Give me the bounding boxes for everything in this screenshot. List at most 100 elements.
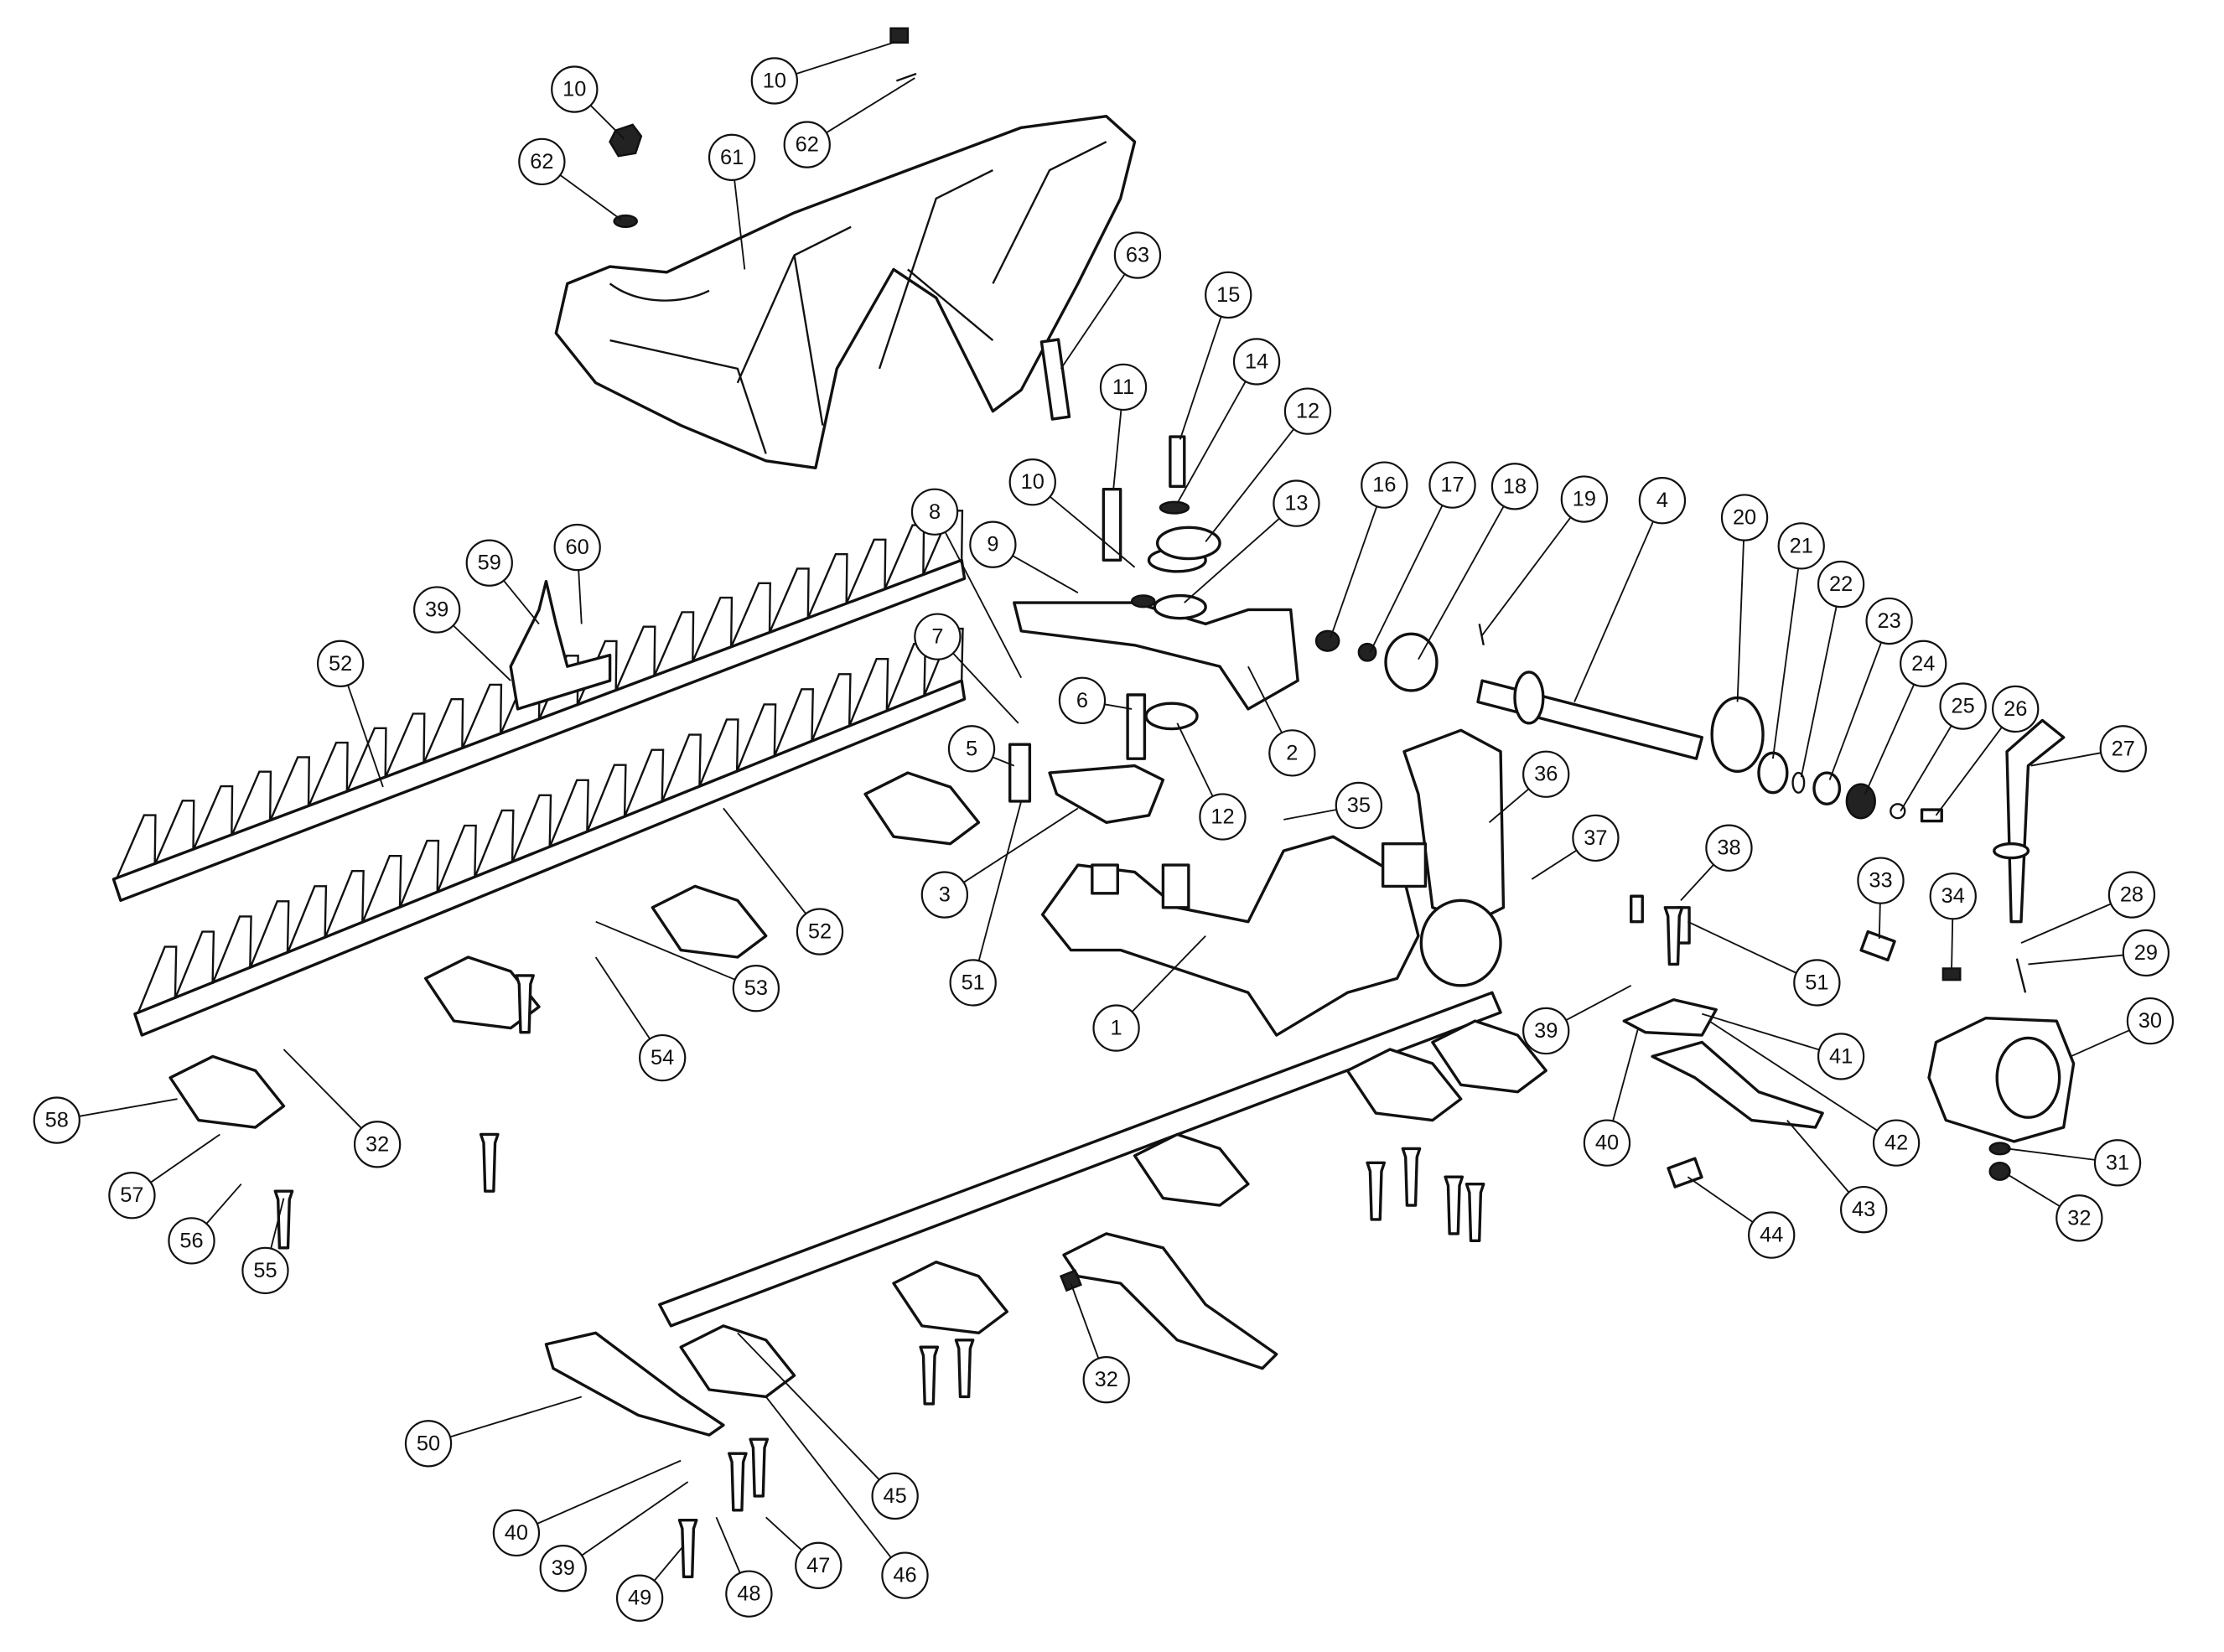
callout-31: 31 (2006, 1139, 2142, 1187)
callout-11: 11 (1099, 363, 1148, 489)
callout-circle (750, 57, 799, 105)
callout-number: 51 (1805, 971, 1828, 994)
callout-40: 40 (492, 1459, 682, 1557)
callout-60: 60 (553, 523, 601, 624)
leader-line (1070, 1282, 1100, 1359)
leader-line (1247, 665, 1283, 733)
callout-circle (1638, 477, 1687, 525)
callout-62: 62 (518, 137, 622, 220)
callout-number: 39 (1534, 1019, 1558, 1043)
leader-line (1900, 725, 1952, 812)
callout-8: 8 (910, 488, 1023, 679)
leader-line (347, 685, 384, 788)
callout-circle (2122, 929, 2170, 977)
callout-63: 63 (1060, 231, 1162, 370)
callout-12: 12 (1205, 387, 1332, 542)
callout-circle (949, 959, 997, 1007)
callout-number: 32 (2067, 1206, 2091, 1230)
callout-circle (1008, 458, 1056, 506)
callout-number: 48 (737, 1582, 760, 1606)
rocker-arm-part (1013, 601, 1299, 711)
leader-line (449, 1396, 583, 1438)
callout-number: 36 (1534, 763, 1558, 786)
callout-39: 39 (1522, 985, 1632, 1055)
callout-62: 62 (783, 77, 915, 168)
callout-number: 37 (1584, 826, 1607, 850)
callout-47: 47 (765, 1516, 842, 1589)
callout-circle (108, 1172, 156, 1220)
callout-13: 13 (1184, 479, 1320, 603)
callout-10: 10 (1008, 458, 1136, 568)
callout-circle (241, 1246, 289, 1295)
callout-30: 30 (2070, 997, 2175, 1058)
callout-number: 52 (329, 652, 352, 676)
callout-circle (1857, 857, 1905, 904)
callout-circle (316, 640, 365, 687)
callout-circle (708, 133, 756, 181)
leader-line (1176, 381, 1247, 505)
leader-line (150, 1133, 220, 1183)
callout-number: 63 (1126, 244, 1149, 267)
callout-23: 23 (1828, 597, 1913, 780)
callout-number: 57 (120, 1183, 143, 1207)
callout-6: 6 (1058, 676, 1133, 724)
callout-59: 59 (465, 539, 540, 624)
callout-circle (1560, 475, 1609, 523)
callout-number: 47 (806, 1554, 830, 1577)
callout-29: 29 (2028, 929, 2170, 977)
leader-line (1131, 935, 1206, 1012)
leader-line (1935, 727, 2003, 816)
callout-circle (2126, 997, 2175, 1045)
callout-number: 60 (566, 536, 589, 559)
callout-39: 39 (539, 1481, 689, 1592)
callout-number: 52 (808, 920, 832, 944)
callout-circle (1777, 522, 1825, 570)
callout-number: 14 (1245, 350, 1268, 373)
callout-circle (1522, 750, 1570, 798)
callout-number: 15 (1216, 283, 1240, 307)
callout-circle (1490, 463, 1539, 510)
callout-number: 53 (744, 976, 768, 1000)
leader-line (1418, 505, 1505, 660)
callout-circle (413, 586, 461, 634)
callout-circle (732, 965, 780, 1012)
bolt-part (479, 1132, 500, 1193)
callout-number: 40 (505, 1521, 528, 1545)
callout-circle (168, 1217, 215, 1265)
callout-number: 28 (2120, 883, 2144, 907)
callout-number: 51 (962, 971, 985, 994)
callout-number: 10 (763, 69, 786, 92)
leader-line (1800, 606, 1838, 778)
callout-15: 15 (1179, 271, 1252, 440)
leader-line (992, 756, 1015, 767)
leader-line (977, 800, 1023, 961)
callout-27: 27 (2030, 725, 2147, 773)
leader-line (2028, 954, 2124, 966)
callout-circle (881, 1551, 929, 1599)
leader-line (1565, 985, 1632, 1022)
shaft-part (1476, 679, 1703, 760)
knife-head-part (509, 579, 612, 711)
callout-number: 8 (929, 500, 941, 524)
leader-line (537, 1459, 682, 1525)
callout-57: 57 (108, 1133, 220, 1220)
callout-number: 41 (1829, 1044, 1853, 1068)
guard-part (168, 1054, 286, 1129)
guards-group (168, 771, 1547, 1399)
leader-line (1687, 920, 1797, 974)
callout-circle (1865, 597, 1913, 645)
parts-drawing (111, 27, 2076, 1579)
callout-circle (947, 725, 996, 773)
callout-circle (1929, 873, 1977, 920)
callout-number: 33 (1869, 869, 1892, 893)
leader-line (1864, 684, 1916, 795)
callout-52: 52 (316, 640, 384, 788)
leader-line (723, 807, 807, 914)
callout-number: 24 (1911, 652, 1935, 676)
callout-circle (2107, 871, 2156, 919)
callout-number: 39 (425, 598, 448, 621)
leader-line (1573, 520, 1654, 702)
callout-39: 39 (413, 586, 511, 681)
cutter-bar-part (658, 991, 1502, 1328)
